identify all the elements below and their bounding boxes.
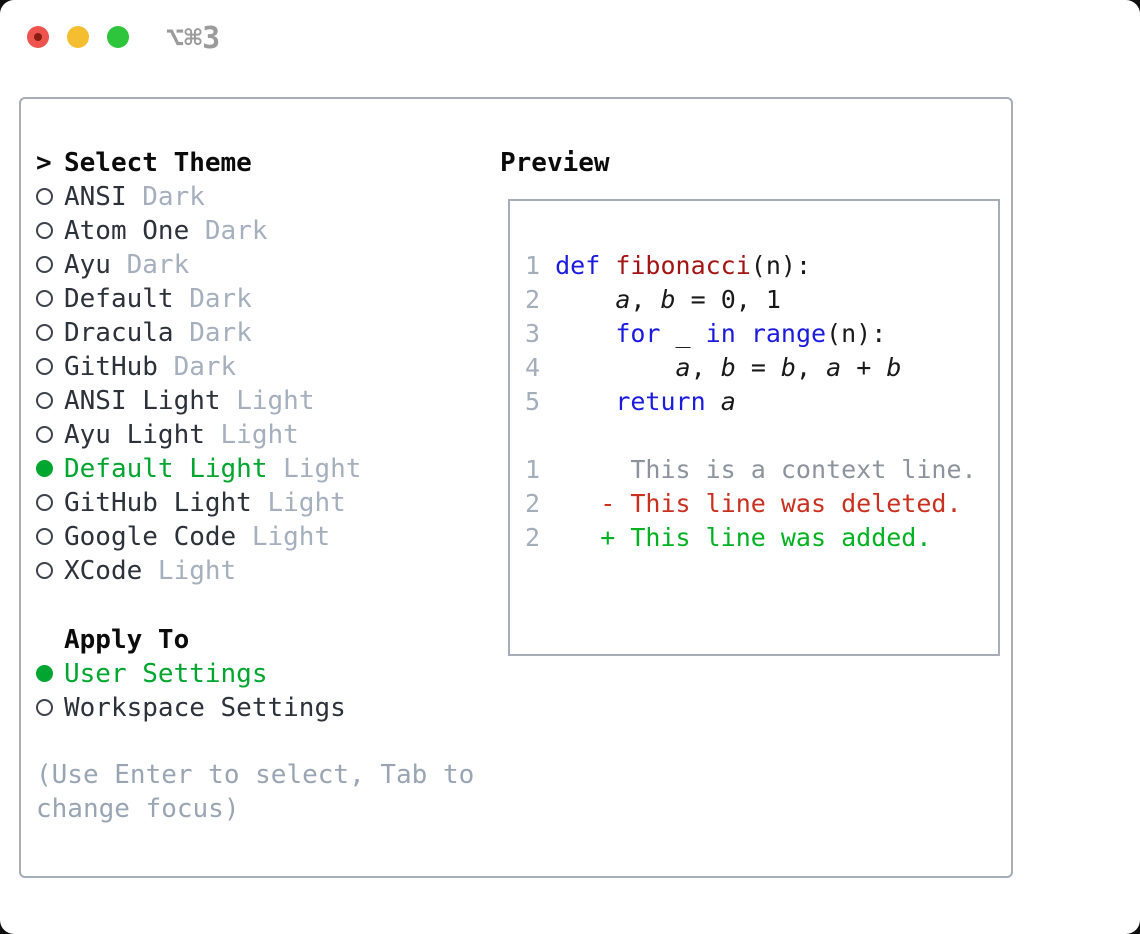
diff-line: 1 This is a context line. xyxy=(525,455,977,484)
radio-icon xyxy=(36,384,64,418)
radio-icon xyxy=(36,214,64,248)
theme-variant: Light xyxy=(220,386,315,416)
theme-name: Google Code xyxy=(64,522,237,552)
blank-line xyxy=(525,419,998,453)
theme-option-github-light[interactable]: GitHub Light Light xyxy=(36,486,361,520)
theme-option-google-code[interactable]: Google Code Light xyxy=(36,520,361,554)
help-text: (Use Enter to select, Tab to change focu… xyxy=(36,760,475,824)
theme-name: Default Light xyxy=(64,454,268,484)
theme-option-ansi[interactable]: ANSI Dark xyxy=(36,180,361,214)
code-line: 1 def fibonacci(n): xyxy=(525,251,812,280)
theme-name: ANSI Light xyxy=(64,386,221,416)
radio-icon xyxy=(36,486,64,520)
code-line: 2 a, b = 0, 1 xyxy=(525,285,781,314)
theme-name: Ayu Light xyxy=(64,420,205,450)
apply-option-label: User Settings xyxy=(64,659,268,689)
theme-variant: Dark xyxy=(110,250,190,280)
theme-variant: Dark xyxy=(173,284,252,314)
theme-option-ayu[interactable]: Ayu Dark xyxy=(36,248,361,282)
apply-option-workspace-settings[interactable]: Workspace Settings xyxy=(36,691,346,725)
preview-header: Preview xyxy=(500,146,610,180)
window-shortcut-label: ⌥⌘3 xyxy=(166,21,221,56)
theme-variant: Light xyxy=(267,454,362,484)
radio-icon xyxy=(36,180,64,214)
radio-icon xyxy=(36,418,64,452)
theme-name: GitHub Light xyxy=(64,488,252,518)
theme-variant: Light xyxy=(236,522,331,552)
theme-option-xcode[interactable]: XCode Light xyxy=(36,554,361,588)
code-line: 3 for _ in range(n): xyxy=(525,319,887,348)
radio-icon xyxy=(36,316,64,350)
radio-icon xyxy=(36,520,64,554)
theme-option-ayu-light[interactable]: Ayu Light Light xyxy=(36,418,361,452)
radio-icon xyxy=(36,691,64,725)
minimize-button[interactable] xyxy=(67,26,89,48)
radio-icon xyxy=(36,248,64,282)
theme-variant: Dark xyxy=(126,182,205,212)
theme-name: Ayu xyxy=(64,250,111,280)
theme-option-github[interactable]: GitHub Dark xyxy=(36,350,361,384)
preview-title: Preview xyxy=(500,148,610,178)
radio-icon xyxy=(36,350,64,384)
apply-to-header: Apply To xyxy=(36,623,346,657)
diff-line: 2 + This line was added. xyxy=(525,523,932,552)
code-line: 4 a, b = b, a + b xyxy=(525,353,902,382)
prompt-icon: > xyxy=(36,148,52,178)
theme-option-default[interactable]: Default Dark xyxy=(36,282,361,316)
apply-to-title: Apply To xyxy=(64,625,190,655)
theme-variant: Light xyxy=(204,420,299,450)
theme-option-default-light[interactable]: Default Light Light xyxy=(36,452,361,486)
theme-option-atom-one[interactable]: Atom One Dark xyxy=(36,214,361,248)
diff-line: 2 - This line was deleted. xyxy=(525,489,962,518)
radio-icon xyxy=(36,452,64,486)
code-line: 5 return a xyxy=(525,387,736,416)
theme-name: Dracula xyxy=(64,318,174,348)
zoom-button[interactable] xyxy=(107,26,129,48)
theme-variant: Dark xyxy=(189,216,268,246)
theme-name: XCode xyxy=(64,556,143,586)
theme-option-ansi-light[interactable]: ANSI Light Light xyxy=(36,384,361,418)
radio-icon xyxy=(36,554,64,588)
theme-variant: Light xyxy=(142,556,237,586)
radio-icon xyxy=(36,657,64,691)
preview-pane: 1 def fibonacci(n): 2 a, b = 0, 1 3 for _ … xyxy=(508,199,1000,656)
theme-name: Default xyxy=(64,284,174,314)
radio-icon xyxy=(36,282,64,316)
apply-option-label: Workspace Settings xyxy=(64,693,346,723)
theme-name: Atom One xyxy=(64,216,190,246)
theme-variant: Dark xyxy=(157,352,237,382)
select-theme-header: > Select Theme xyxy=(36,146,361,180)
theme-variant: Dark xyxy=(173,318,252,348)
theme-variant: Light xyxy=(251,488,346,518)
select-theme-title: Select Theme xyxy=(64,148,252,178)
close-button[interactable] xyxy=(27,26,49,48)
theme-name: ANSI xyxy=(64,182,127,212)
apply-option-user-settings[interactable]: User Settings xyxy=(36,657,346,691)
theme-option-dracula[interactable]: Dracula Dark xyxy=(36,316,361,350)
theme-name: GitHub xyxy=(64,352,158,382)
